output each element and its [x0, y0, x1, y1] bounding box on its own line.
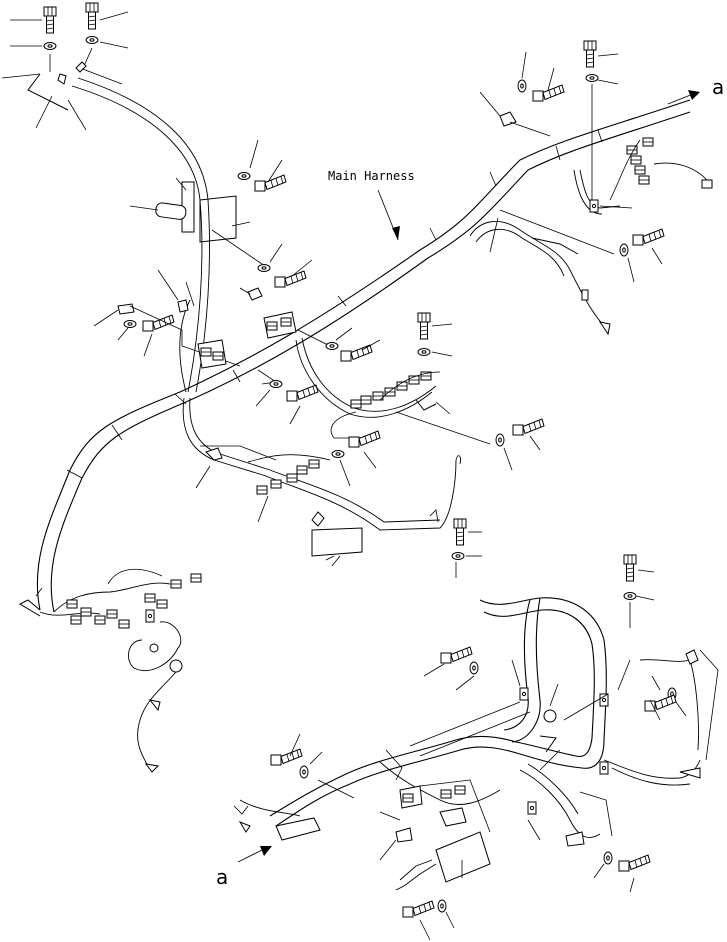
mid-branch	[295, 312, 545, 471]
top-left-bracket	[129, 139, 313, 288]
center-connector-cluster	[197, 287, 381, 425]
main-harness-label: Main Harness	[328, 169, 415, 183]
top-left-hardware	[1, 2, 129, 131]
connector-a-bottom-label: a	[216, 865, 228, 889]
connector-a-top-arrow	[667, 90, 700, 105]
connector-a-top-label: a	[712, 75, 724, 99]
main-harness-callout	[377, 189, 400, 241]
left-bottom-cluster	[18, 568, 202, 773]
main-harness-lower	[233, 554, 719, 941]
connector-a-bottom-arrow	[237, 845, 272, 863]
lower-center-branch	[182, 397, 482, 578]
upper-right-cluster	[469, 40, 713, 336]
